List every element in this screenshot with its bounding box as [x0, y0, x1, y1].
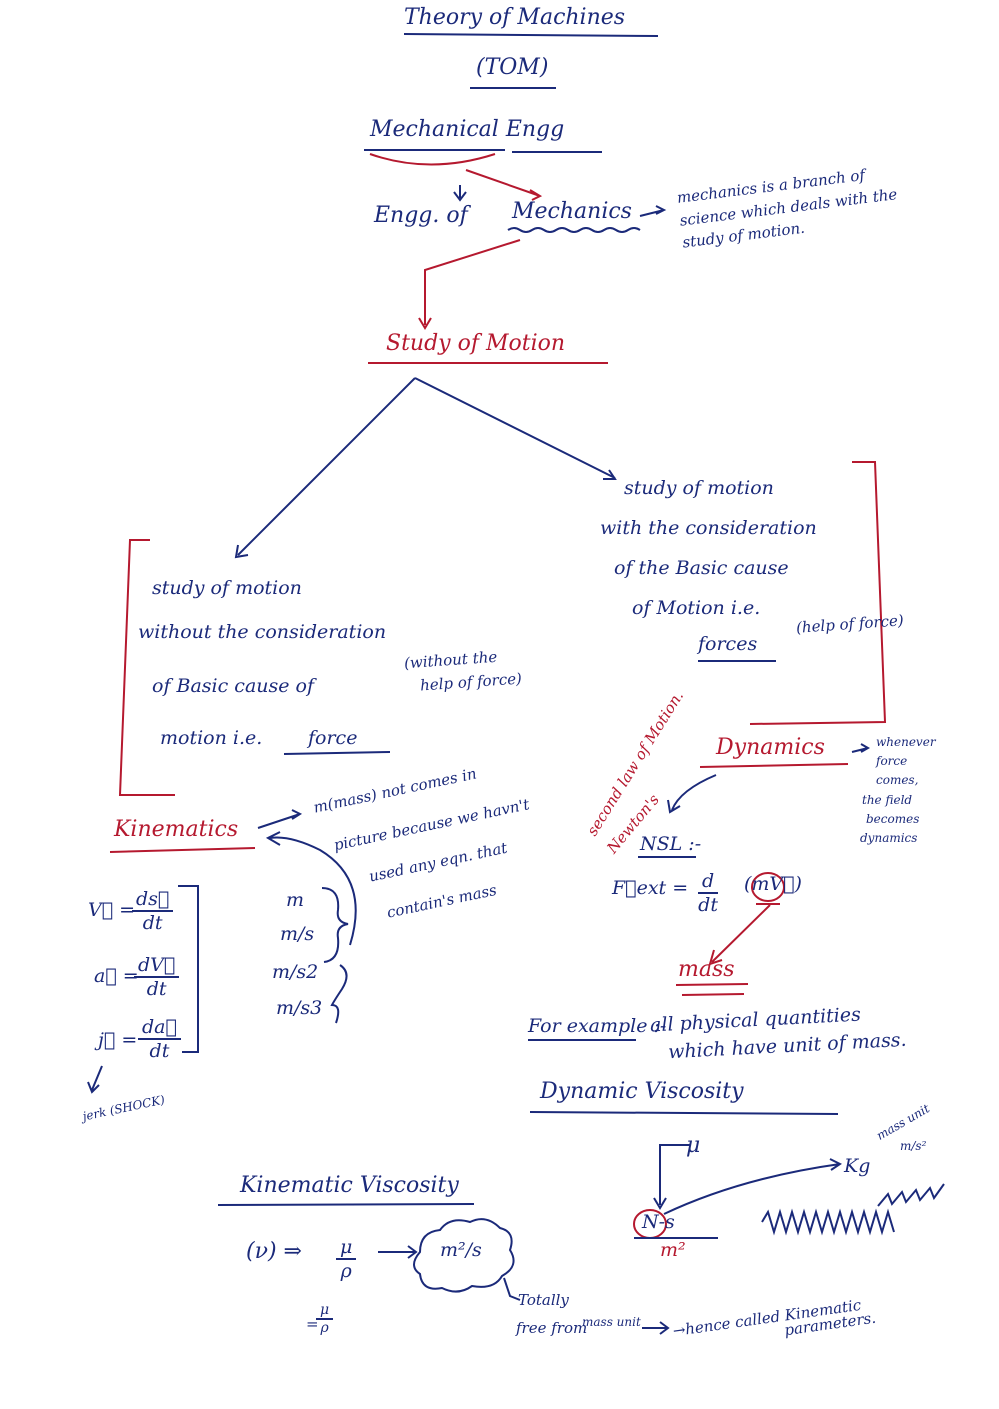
eq-a-num: dV⃗ — [134, 954, 180, 978]
totally-label: Totally — [518, 1291, 569, 1309]
eq-j-num: da⃗ — [138, 1016, 181, 1040]
engg-of-label: Engg. of — [374, 203, 468, 228]
right-line-4: of Motion i.e. — [632, 597, 761, 619]
for-example: For example :- — [528, 1015, 667, 1037]
n-s-unit: N-s — [642, 1211, 675, 1233]
dyn-note-line: the field — [862, 792, 913, 807]
dyn-note-line: force — [876, 754, 908, 769]
dyn-note-line: becomes — [866, 811, 920, 826]
kg-unit: m/s² — [900, 1139, 927, 1153]
mu-over-rho-den: ρ — [340, 1260, 352, 1282]
eq-a-den: dt — [146, 978, 167, 1000]
fext-frac-den: dt — [698, 894, 718, 916]
kinematic-viscosity: Kinematic Viscosity — [240, 1173, 459, 1198]
mu-symbol: μ — [686, 1133, 701, 1158]
fext-frac-num: d — [698, 870, 719, 894]
mu-over-rho-small: μ ρ — [316, 1302, 334, 1336]
title-line2: (TOM) — [476, 55, 549, 80]
unit-m-s3: m/s3 — [276, 997, 323, 1019]
dyn-note-line: dynamics — [860, 830, 918, 845]
mu-over-rho: μ ρ — [336, 1236, 357, 1282]
mu-over-rho-small-den: ρ — [320, 1320, 329, 1336]
eq-sign: = — [306, 1315, 319, 1333]
fext-label: F⃗ext = — [612, 877, 689, 899]
left-line-1: study of motion — [152, 577, 302, 599]
dynamics-label: Dynamics — [716, 735, 825, 760]
study-of-motion: Study of Motion — [386, 331, 566, 356]
free-from-label: free from — [516, 1319, 588, 1337]
dyn-note-line: comes, — [876, 773, 919, 788]
eq-v-frac: ds⃗ dt — [132, 888, 174, 934]
right-line-2: with the consideration — [600, 517, 817, 539]
kinematics-label: Kinematics — [114, 817, 239, 842]
mechanics-word: Mechanics — [512, 199, 632, 224]
force-word: force — [308, 727, 358, 749]
mass-unit-label: mass unit — [582, 1315, 641, 1329]
mv-term: (mV⃗) — [744, 873, 802, 895]
fext-frac: d dt — [698, 870, 719, 916]
nsl-label: NSL :- — [640, 833, 702, 855]
unit-m: m — [286, 889, 305, 911]
dyn-note-line: whenever — [876, 735, 936, 749]
mu-over-rho-num: μ — [336, 1236, 357, 1260]
left-line-2: without the consideration — [138, 621, 387, 643]
dynamics-note: whenever force comes, the field becomes … — [860, 735, 936, 844]
eq-v-lhs: V⃗ = — [88, 899, 136, 921]
kg-label: Kg — [844, 1155, 871, 1177]
mass-label: mass — [678, 957, 735, 982]
eq-a-lhs: a⃗ = — [94, 965, 139, 987]
eq-j-frac: da⃗ dt — [138, 1016, 181, 1062]
eq-j-den: dt — [149, 1040, 170, 1062]
forces-word: forces — [698, 633, 758, 655]
mu-over-rho-small-num: μ — [316, 1302, 334, 1320]
nu-label: (ν) ⇒ — [246, 1239, 302, 1264]
left-line-4: motion i.e. — [160, 727, 263, 749]
eq-j-lhs: j⃗ = — [98, 1029, 138, 1051]
left-line-3: of Basic cause of — [152, 675, 315, 697]
right-line-1: study of motion — [624, 477, 774, 499]
eq-v-den: dt — [142, 912, 163, 934]
right-line-3: of the Basic cause — [614, 557, 789, 579]
unit-m-s2: m/s2 — [272, 961, 319, 983]
mechanical-engg: Mechanical Engg — [370, 117, 565, 142]
dynamic-viscosity: Dynamic Viscosity — [540, 1079, 744, 1104]
eq-v-num: ds⃗ — [132, 888, 174, 912]
m2-unit: m² — [660, 1239, 686, 1261]
title-line1: Theory of Machines — [404, 5, 626, 30]
m2s-unit: m²/s — [440, 1239, 482, 1261]
eq-a-frac: dV⃗ dt — [134, 954, 180, 1000]
unit-m-s: m/s — [280, 923, 315, 945]
